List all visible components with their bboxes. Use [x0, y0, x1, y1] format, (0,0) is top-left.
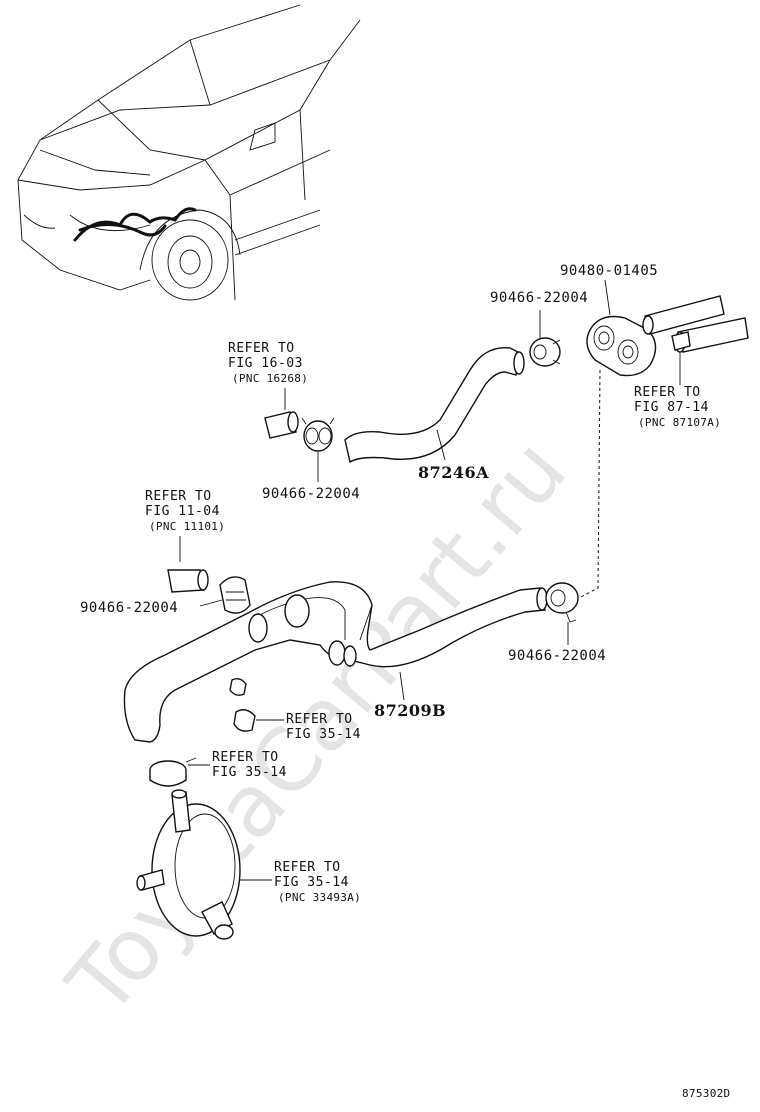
oil-cooler-icon [136, 789, 241, 940]
ref4-line1: REFER TO [286, 712, 353, 727]
ref1-line3: (PNC 16268) [232, 372, 308, 385]
part-number-clamp-d: 90466-22004 [508, 648, 606, 664]
ref2-line1: REFER TO [634, 385, 701, 400]
ref5-line1: REFER TO [212, 750, 279, 765]
vehicle-front-icon [17, 4, 361, 301]
ref6-line3: (PNC 33493A) [278, 891, 361, 904]
part-number-clamp-b: 90466-22004 [262, 486, 360, 502]
hose-clamp-icon [219, 576, 251, 614]
ref1-line1: REFER TO [228, 341, 295, 356]
hose-clamp-icon [149, 757, 197, 787]
ref3-line2: FIG 11-04 [145, 504, 220, 519]
part-number-grommet: 90480-01405 [560, 263, 658, 279]
clip-ref4 [229, 677, 256, 732]
part-number-87209b: 87209B [374, 701, 446, 720]
pipe-ref1 [264, 411, 299, 439]
diagram-id: 875302D [682, 1087, 730, 1100]
ref3-line1: REFER TO [145, 489, 212, 504]
ref1-line2: FIG 16-03 [228, 356, 303, 371]
hose-87246a [344, 346, 525, 464]
ref2-line2: FIG 87-14 [634, 400, 709, 415]
hose-clamp-icon [301, 417, 335, 452]
pipe-ref3 [167, 569, 209, 593]
part-number-clamp-c: 90466-22004 [80, 600, 178, 616]
ref6-line1: REFER TO [274, 860, 341, 875]
hose-clamp-icon [545, 582, 579, 623]
hose-clamp-icon [529, 337, 561, 367]
ref4-line2: FIG 35-14 [286, 727, 361, 742]
pipes-ref2 [642, 295, 749, 353]
ref3-line3: (PNC 11101) [149, 520, 225, 533]
hose-87209b [123, 581, 548, 743]
ref6-line2: FIG 35-14 [274, 875, 349, 890]
part-number-clamp-a: 90466-22004 [490, 290, 588, 306]
ref5-line2: FIG 35-14 [212, 765, 287, 780]
part-number-87246a: 87246A [418, 463, 489, 482]
ref2-line3: (PNC 87107A) [638, 416, 721, 429]
double-grommet-icon [586, 315, 657, 377]
